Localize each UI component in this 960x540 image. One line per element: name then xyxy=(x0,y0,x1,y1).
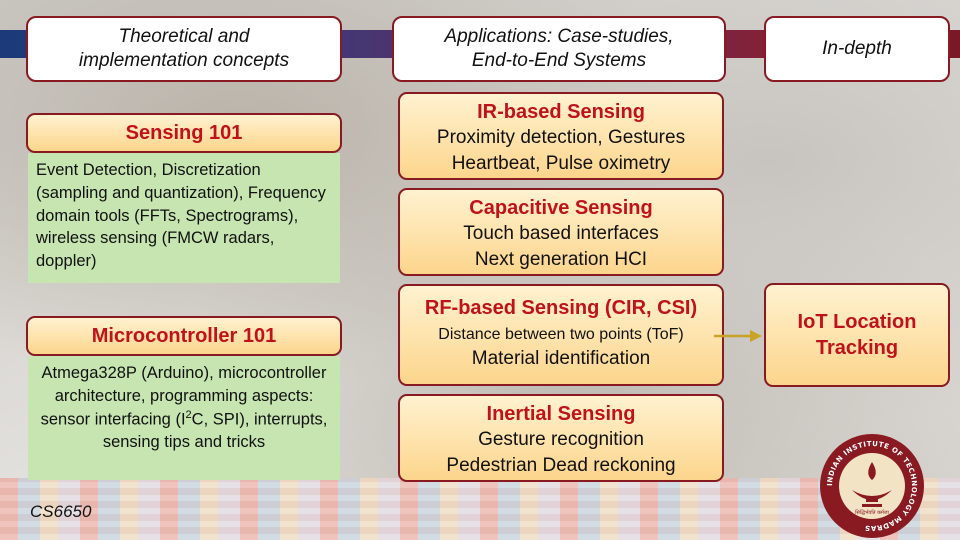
micro101-body-b: C, SPI), interrupts, sensing tips and tr… xyxy=(102,410,328,451)
arrow-icon xyxy=(714,330,762,342)
app-ir-title: IR-based Sensing xyxy=(477,101,645,123)
app-box-rf: RF-based Sensing (CIR, CSI) Distance bet… xyxy=(398,284,724,386)
app-rf-line2: Material identification xyxy=(471,348,651,370)
app-box-ir: IR-based Sensing Proximity detection, Ge… xyxy=(398,92,724,180)
app-capacitive-title: Capacitive Sensing xyxy=(469,197,653,219)
micro101-title-box: Microcontroller 101 xyxy=(26,316,342,356)
sensing101-body: Event Detection, Discretization (samplin… xyxy=(36,161,326,271)
header-applications-text: Applications: Case-studies, End-to-End S… xyxy=(444,25,674,71)
indepth-box-text: IoT Location Tracking xyxy=(797,311,917,359)
app-box-inertial: Inertial Sensing Gesture recognition Ped… xyxy=(398,394,724,482)
app-rf-title: RF-based Sensing (CIR, CSI) xyxy=(424,297,698,319)
micro101-body-sup: 2 xyxy=(185,408,192,421)
app-ir-line2: Heartbeat, Pulse oximetry xyxy=(451,153,671,175)
bottom-mosaic xyxy=(0,478,960,540)
sensing101-title: Sensing 101 xyxy=(125,122,243,144)
sensing101-title-box: Sensing 101 xyxy=(26,113,342,153)
app-inertial-title: Inertial Sensing xyxy=(486,403,636,425)
app-ir-line1: Proximity detection, Gestures xyxy=(436,127,686,148)
header-indepth: In-depth xyxy=(764,16,950,82)
logo-motto: सिद्धिर्भवति कर्मजा xyxy=(855,509,890,516)
app-rf-line1: Distance between two points (ToF) xyxy=(438,326,684,343)
iit-madras-logo-icon: INDIAN INSTITUTE OF TECHNOLOGY MADRAS सि… xyxy=(820,434,924,538)
micro101-body-a: Atmega328P (Arduino), microcontroller ar… xyxy=(40,364,327,429)
micro101-title: Microcontroller 101 xyxy=(91,325,277,347)
header-applications: Applications: Case-studies, End-to-End S… xyxy=(392,16,726,82)
sensing101-body-box: Event Detection, Discretization (samplin… xyxy=(28,153,340,283)
app-inertial-line1: Gesture recognition xyxy=(478,429,644,450)
app-capacitive-line2: Next generation HCI xyxy=(474,249,648,271)
app-inertial-line2: Pedestrian Dead reckoning xyxy=(446,455,676,477)
app-box-capacitive: Capacitive Sensing Touch based interface… xyxy=(398,188,724,276)
header-indepth-text: In-depth xyxy=(822,37,892,59)
micro101-body-box: Atmega328P (Arduino), microcontroller ar… xyxy=(28,356,340,480)
app-capacitive-line1: Touch based interfaces xyxy=(463,223,659,244)
course-code: CS6650 xyxy=(30,502,92,521)
indepth-box: IoT Location Tracking xyxy=(764,283,950,387)
header-theory-text: Theoretical and implementation concepts xyxy=(78,25,290,71)
header-theory: Theoretical and implementation concepts xyxy=(26,16,342,82)
